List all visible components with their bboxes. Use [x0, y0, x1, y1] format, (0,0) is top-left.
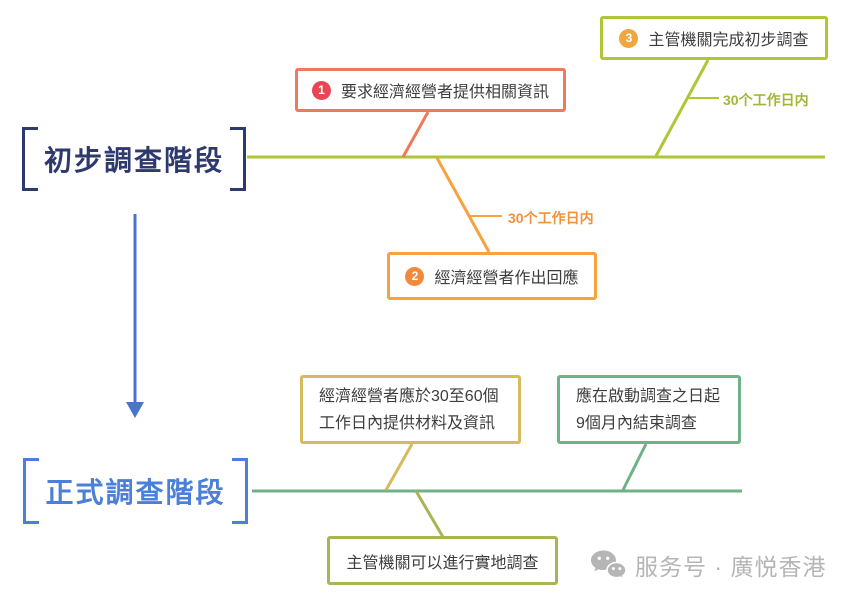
- left-bracket: [22, 127, 38, 191]
- event2-box: 2 經濟經營者作出回應: [387, 252, 597, 300]
- watermark-label: 服务号 · 廣悦香港: [635, 554, 827, 580]
- note1-connector: [384, 443, 414, 491]
- event3-connector: [654, 59, 710, 157]
- watermark: 服务号 · 廣悦香港: [590, 548, 826, 582]
- note2-connector: [621, 443, 648, 491]
- note2-box: 應在啟動調查之日起 9個月內結束調查: [557, 375, 741, 444]
- event2-label: 經濟經營者作出回應: [434, 270, 579, 287]
- event3-box: 3 主管機關完成初步調查: [600, 16, 828, 60]
- right-bracket: [232, 458, 248, 524]
- note2-line2: 9個月內結束調查: [576, 414, 697, 432]
- phase1-title-group: 初步調查階段: [22, 127, 246, 191]
- left-bracket: [23, 458, 39, 524]
- note1-line1: 經濟經營者應於30至60個: [319, 387, 499, 405]
- phase2-title: 正式調查階段: [45, 477, 226, 508]
- note3-connector: [414, 490, 445, 538]
- right-bracket: [230, 127, 246, 191]
- event2-number-badge: 2: [405, 266, 425, 286]
- event2-connector: [435, 157, 491, 253]
- note2-line1: 應在啟動調查之日起: [576, 387, 721, 405]
- phase1-title: 初步調查階段: [43, 145, 224, 176]
- event3-label: 主管機關完成初步調查: [648, 32, 809, 49]
- note1-line2: 工作日內提供材料及資訊: [319, 414, 496, 432]
- event2-duration-label: 30个工作日内: [508, 210, 594, 226]
- wechat-icon: [591, 550, 627, 581]
- phase-arrow-head: [126, 402, 144, 418]
- phase2-title-group: 正式調查階段: [23, 458, 248, 524]
- event1-box: 1 要求經濟經營者提供相關資訊: [295, 68, 566, 112]
- event1-connector: [401, 111, 430, 158]
- event3-duration-label: 30个工作日内: [723, 92, 809, 108]
- note1-box: 經濟經營者應於30至60個 工作日內提供材料及資訊: [300, 375, 521, 444]
- event3-number-badge: 3: [619, 28, 639, 48]
- event1-label: 要求經濟經營者提供相關資訊: [340, 84, 549, 101]
- note3-box: 主管機關可以進行實地調查: [327, 536, 558, 585]
- event1-number-badge: 1: [311, 80, 331, 100]
- note3-label: 主管機關可以進行實地調查: [346, 554, 539, 572]
